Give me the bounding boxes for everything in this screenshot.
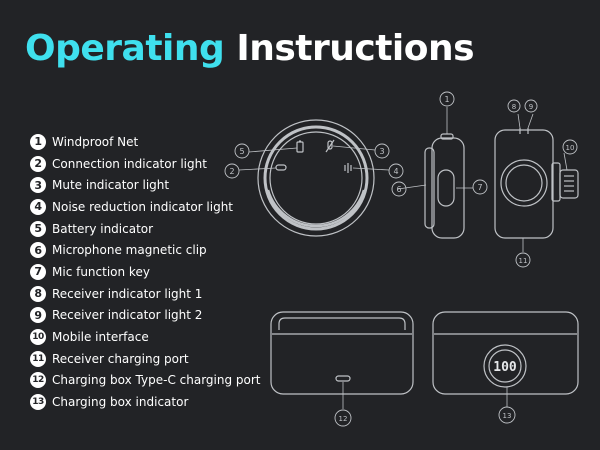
callout-circles <box>224 91 578 427</box>
item-label: Receiver charging port <box>52 351 189 366</box>
callout-label: 10 <box>566 144 575 152</box>
item-label: Mobile interface <box>52 330 149 345</box>
list-item: 4 Noise reduction indicator light <box>30 196 261 218</box>
item-number-badge: 8 <box>30 285 46 302</box>
list-item: 7 Mic function key <box>30 261 261 283</box>
callout-label: 13 <box>503 412 512 420</box>
callout-numbers: 1 5 2 3 4 6 7 8 9 10 11 12 13 <box>229 95 574 423</box>
item-label: Mute indicator light <box>52 178 170 193</box>
list-item: 11 Receiver charging port <box>30 348 261 370</box>
item-label: Receiver indicator light 1 <box>52 286 203 301</box>
mobile-interface-icon <box>559 169 579 199</box>
callout-label: 3 <box>379 147 384 156</box>
item-label: Receiver indicator light 2 <box>52 308 203 323</box>
battery-readout: 100 <box>493 360 517 375</box>
item-number-badge: 10 <box>30 329 46 346</box>
item-label: Microphone magnetic clip <box>52 243 207 258</box>
item-number-badge: 12 <box>30 372 46 389</box>
list-item: 5 Battery indicator <box>30 218 261 240</box>
item-label: Mic function key <box>52 264 150 279</box>
callout-label: 2 <box>229 167 234 176</box>
item-number-badge: 11 <box>30 350 46 367</box>
callout-label: 1 <box>444 95 449 104</box>
item-number-badge: 9 <box>30 307 46 324</box>
item-label: Battery indicator <box>52 221 154 236</box>
callout-label: 9 <box>529 103 533 111</box>
noise-reduction-icon <box>344 163 352 173</box>
item-number-badge: 2 <box>30 155 46 172</box>
item-label: Windproof Net <box>52 134 139 149</box>
mic-side-view <box>424 133 465 239</box>
page-title: Operating Instructions <box>25 28 475 69</box>
list-item: 6 Microphone magnetic clip <box>30 239 261 261</box>
list-item: 13 Charging box indicator <box>30 391 261 413</box>
item-number-badge: 13 <box>30 394 46 411</box>
list-item: 3 Mute indicator light <box>30 174 261 196</box>
list-item: 9 Receiver indicator light 2 <box>30 305 261 327</box>
item-number-badge: 3 <box>30 177 46 194</box>
title-word-operating: Operating <box>25 28 225 69</box>
list-item: 12 Charging box Type-C charging port <box>30 370 261 392</box>
item-number-badge: 1 <box>30 133 46 150</box>
item-number-badge: 5 <box>30 220 46 237</box>
item-number-badge: 7 <box>30 263 46 280</box>
type-c-port-icon <box>335 375 351 382</box>
item-number-badge: 4 <box>30 198 46 215</box>
charging-box-front-view <box>432 311 579 395</box>
list-item: 2 Connection indicator light <box>30 153 261 175</box>
charging-box-back-view <box>270 311 414 395</box>
list-item: 1 Windproof Net <box>30 131 261 153</box>
leader-lines <box>238 107 568 409</box>
part-list: 1 Windproof Net 2 Connection indicator lig… <box>30 131 261 413</box>
item-label: Charging box indicator <box>52 395 189 410</box>
mute-indicator-icon <box>325 139 335 153</box>
callout-label: 6 <box>396 185 401 194</box>
mic-front-view <box>257 119 375 237</box>
item-label: Charging box Type-C charging port <box>52 373 261 388</box>
item-number-badge: 6 <box>30 242 46 259</box>
item-label: Connection indicator light <box>52 156 207 171</box>
callout-label: 11 <box>519 257 528 265</box>
item-label: Noise reduction indicator light <box>52 199 234 214</box>
connection-indicator-icon <box>275 164 287 171</box>
callout-label: 7 <box>477 183 482 192</box>
callout-label: 12 <box>339 415 348 423</box>
list-item: 10 Mobile interface <box>30 326 261 348</box>
callout-label: 4 <box>393 167 398 176</box>
title-word-instructions: Instructions <box>236 28 475 69</box>
battery-indicator-icon <box>296 140 304 153</box>
callout-label: 5 <box>239 147 244 156</box>
receiver-view <box>494 128 579 239</box>
callout-label: 8 <box>512 103 516 111</box>
list-item: 8 Receiver indicator light 1 <box>30 283 261 305</box>
